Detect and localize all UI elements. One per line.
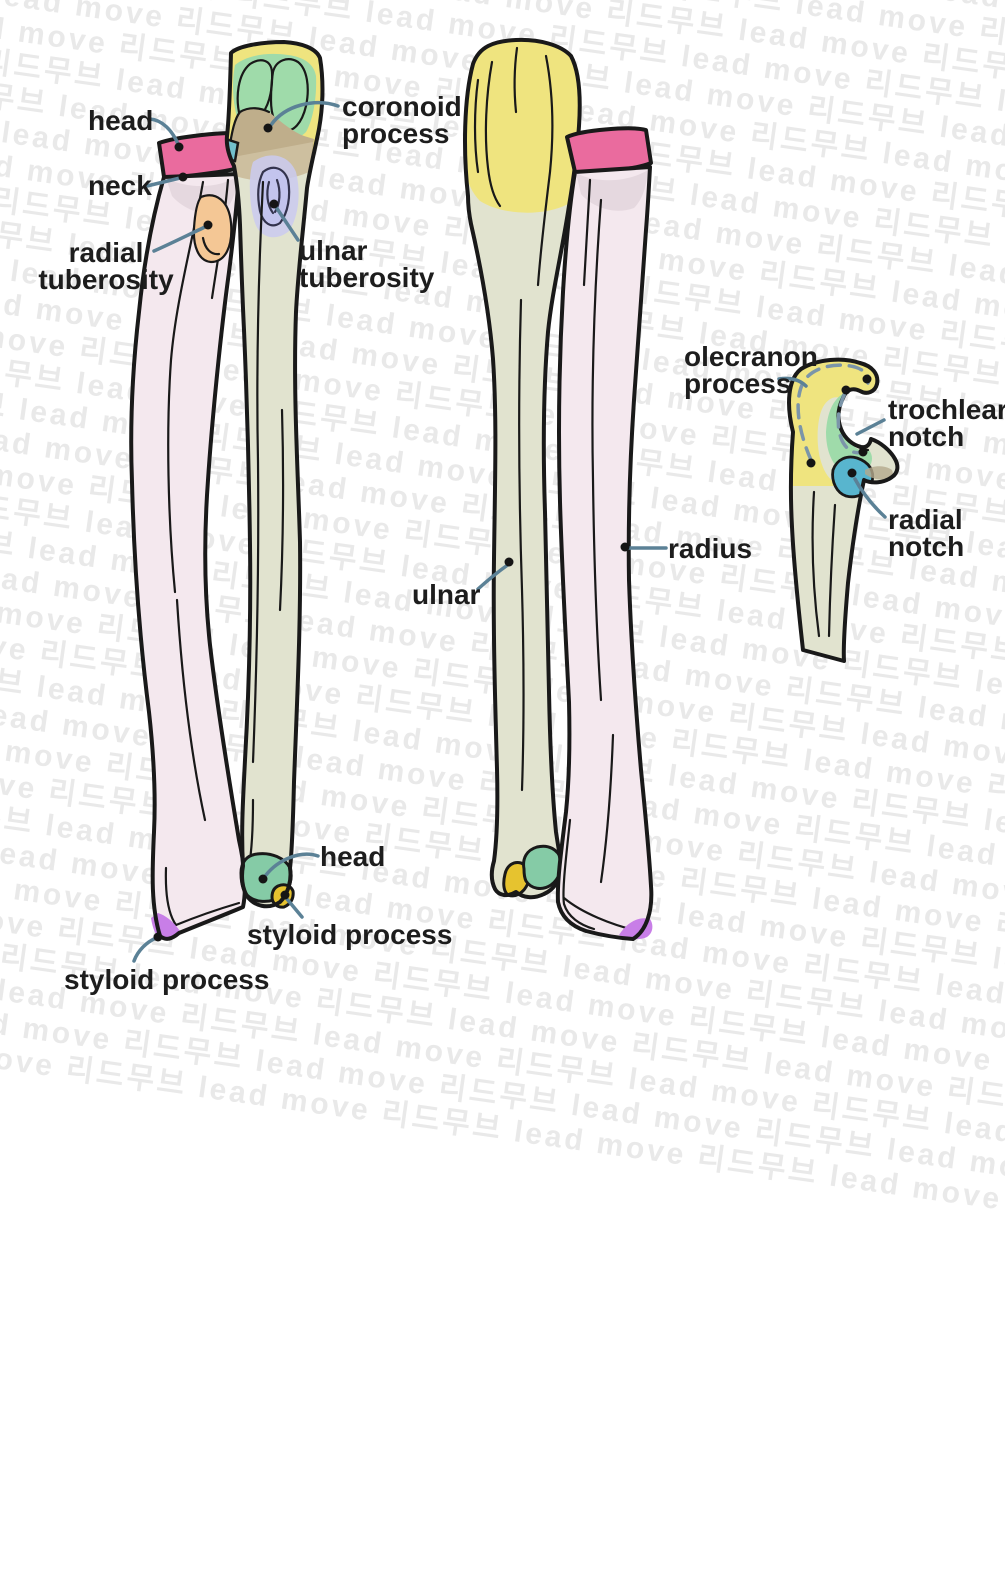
radial-tuberosity-region (193, 195, 232, 262)
radius-anterior (129, 131, 248, 941)
label-ulnar-tuberosity-line1: ulnar (299, 235, 368, 266)
label-radial-notch-line2: notch (888, 531, 964, 562)
label-radial-tuberosity-line2: tuberosity (38, 264, 174, 295)
labels-layer: head neck radial tuberosity coronoid pro… (38, 91, 1005, 995)
label-head-proximal: head (88, 105, 153, 136)
label-styloid-process-ulna: styloid process (247, 919, 452, 950)
radius-posterior-shaft-region (557, 167, 652, 939)
label-coronoid-process-line2: process (342, 118, 449, 149)
radius-posterior (555, 126, 654, 941)
leader-lines (132, 101, 887, 963)
label-radius-shaft: radius (668, 533, 752, 564)
label-olecranon-process-line1: olecranon (684, 341, 818, 372)
label-ulnar-tuberosity-line2: tuberosity (299, 262, 435, 293)
label-trochlear-notch-line1: trochlear (888, 394, 1005, 425)
label-radial-notch-line1: radial (888, 504, 963, 535)
label-head-distal: head (320, 841, 385, 872)
ulnar-tuberosity-region (257, 166, 291, 227)
label-neck: neck (88, 170, 152, 201)
coronoid-tip-shade (865, 466, 893, 480)
anatomy-illustration: head neck radial tuberosity coronoid pro… (38, 37, 1005, 995)
label-coronoid-process-line1: coronoid (342, 91, 462, 122)
anatomy-diagram-page: { "diagram": { "subject": "radius-and-ul… (0, 0, 1005, 1324)
ulna-posterior (463, 37, 582, 900)
label-radial-tuberosity-line1: radial (69, 237, 144, 268)
label-ulna-shaft: ulnar (412, 579, 481, 610)
label-styloid-process-radius: styloid process (64, 964, 269, 995)
radius-posterior-head-region (567, 128, 651, 173)
label-olecranon-process-line2: process (684, 368, 791, 399)
watermark-text-row: lead move 리드무브 lead move 리드무브 lead move … (0, 982, 1005, 1324)
olecranon-dashed-outline (796, 363, 871, 462)
label-dots (153, 123, 872, 942)
trochlear-dashed-outline (836, 391, 864, 455)
label-trochlear-notch-line2: notch (888, 421, 964, 452)
olecranon-region (789, 359, 882, 486)
radius-posterior-neck-shade (576, 170, 648, 211)
ulna-anterior (224, 40, 325, 909)
